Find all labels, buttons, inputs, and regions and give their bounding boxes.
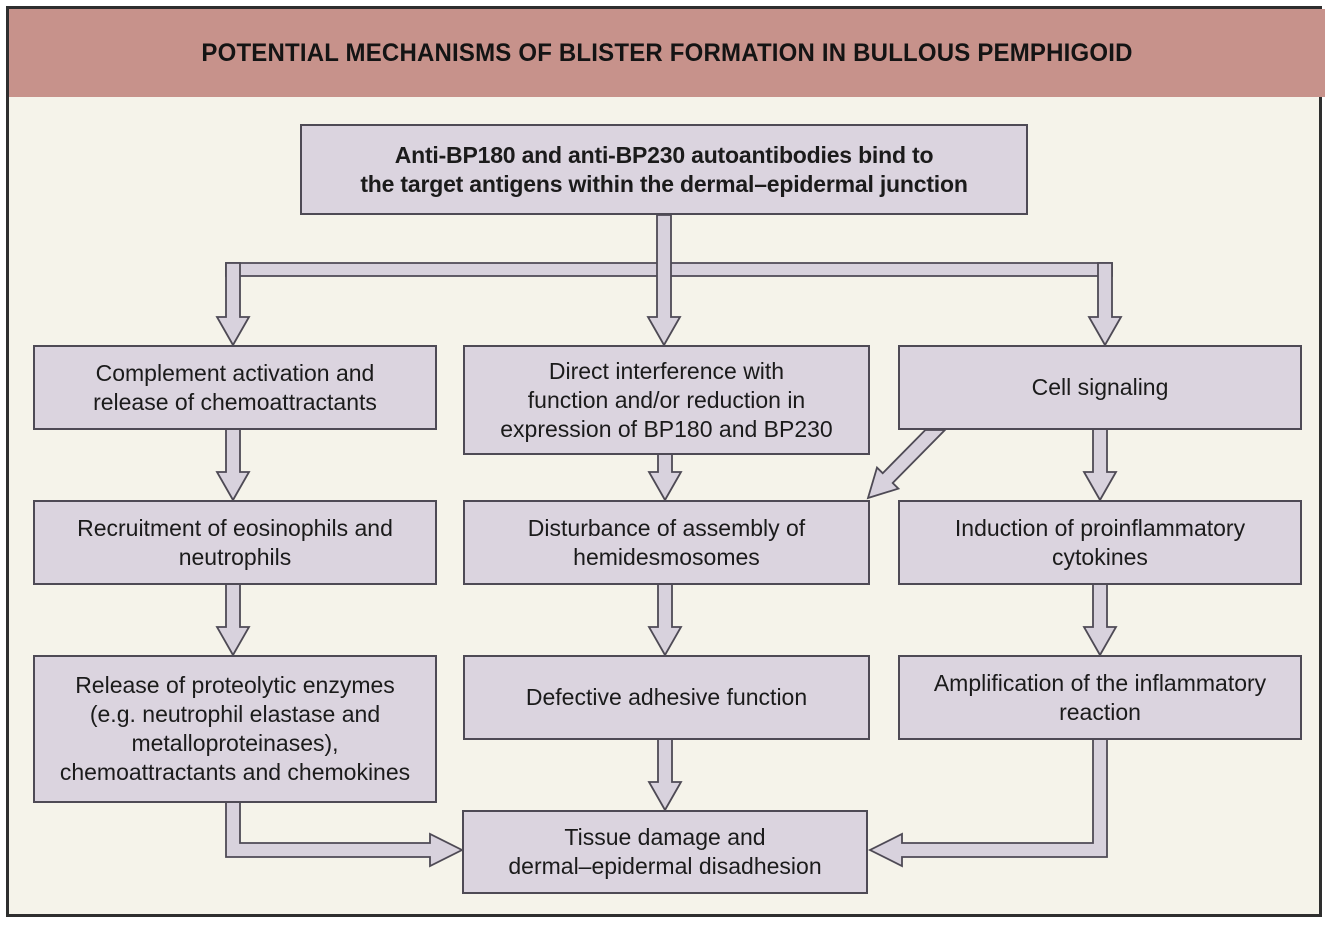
flow-box-label: Anti-BP180 and anti-BP230 autoantibodies…	[360, 141, 968, 197]
arrow-middle-1-2	[647, 453, 683, 502]
flow-box-label: Defective adhesive function	[525, 684, 808, 710]
flow-box-root-autoantibodies: Anti-BP180 and anti-BP230 autoantibodies…	[300, 124, 1028, 215]
arrow-left-2-3	[215, 583, 251, 657]
flow-box-label: Recruitment of eosinophils and neutrophi…	[77, 514, 393, 570]
flow-box-label: Release of proteolytic enzymes (e.g. neu…	[59, 672, 411, 785]
arrow-cell-signaling-to-hemidesmosomes	[866, 429, 948, 500]
arrow-branch-right-drop	[1087, 262, 1123, 347]
arrow-left-to-outcome	[225, 801, 465, 868]
flow-box-label: Tissue damage and dermal–epidermal disad…	[508, 824, 822, 879]
flow-box-label: Cell signaling	[1031, 374, 1169, 400]
flow-box-label: Induction of proinflammatory cytokines	[954, 514, 1246, 570]
flow-box-tissue-damage-outcome: Tissue damage and dermal–epidermal disad…	[462, 810, 868, 894]
flow-box-label: Disturbance of assembly of hemidesmosome…	[527, 514, 806, 570]
flow-box-recruitment-eosinophils: Recruitment of eosinophils and neutrophi…	[33, 500, 437, 585]
flow-box-label: Amplification of the inflammatory reacti…	[933, 669, 1267, 725]
flow-box-label: Complement activation and release of che…	[93, 359, 377, 415]
arrow-right-1-2	[1082, 428, 1118, 502]
arrow-branch-left-drop	[215, 262, 251, 347]
arrow-middle-to-outcome	[647, 738, 683, 812]
flow-box-amplification-inflammatory: Amplification of the inflammatory reacti…	[898, 655, 1302, 740]
page-title: POTENTIAL MECHANISMS OF BLISTER FORMATIO…	[201, 38, 1133, 67]
arrow-left-1-2	[215, 428, 251, 502]
flow-box-induction-cytokines: Induction of proinflammatory cytokines	[898, 500, 1302, 585]
title-band: POTENTIAL MECHANISMS OF BLISTER FORMATIO…	[9, 9, 1325, 97]
flow-box-disturbance-hemidesmosomes: Disturbance of assembly of hemidesmosome…	[463, 500, 870, 585]
flow-box-direct-interference: Direct interference with function and/or…	[463, 345, 870, 455]
arrow-root-to-middle	[646, 214, 682, 347]
arrow-right-2-3	[1082, 583, 1118, 657]
flow-box-complement-activation: Complement activation and release of che…	[33, 345, 437, 430]
flow-box-cell-signaling: Cell signaling	[898, 345, 1302, 430]
flow-box-label: Direct interference with function and/or…	[500, 357, 833, 442]
arrow-middle-2-3	[647, 583, 683, 657]
arrow-right-to-outcome	[867, 738, 1108, 868]
flow-box-defective-adhesive-function: Defective adhesive function	[463, 655, 870, 740]
flow-box-release-proteolytic-enzymes: Release of proteolytic enzymes (e.g. neu…	[33, 655, 437, 803]
